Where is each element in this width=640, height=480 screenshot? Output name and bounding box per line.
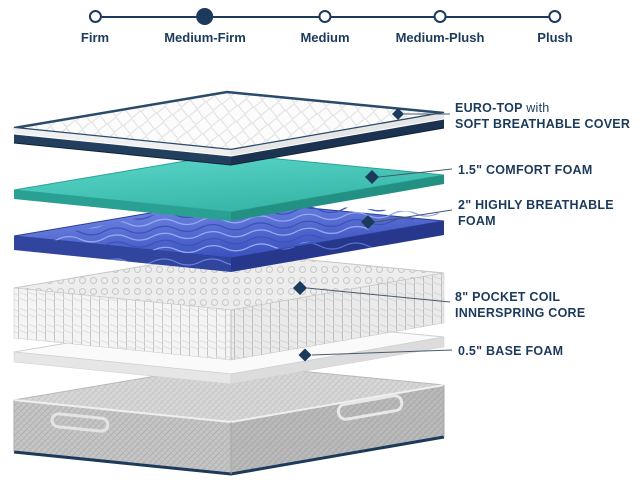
foundation-handle-right [336,394,404,421]
label-euro-top-strong: EURO-TOP [455,101,523,115]
label-pocket-coil-line1: 8" POCKET COIL [455,290,561,304]
layer-comfort-foam [13,153,445,221]
firmness-option-plush[interactable]: Plush [537,0,573,45]
firmness-dot-plush [548,10,562,23]
diamond-markers [293,108,404,362]
firmness-dot-medium-plush [433,10,447,23]
foundation-handle-left [50,412,110,433]
leader-line-comfort-foam [378,168,453,178]
label-comfort-foam: 1.5" COMFORT FOAM [458,162,592,178]
label-base-foam: 0.5" BASE FOAM [458,343,563,359]
diamond-marker-euro-top [392,108,404,120]
layer-foundation [13,363,445,476]
label-pocket-coil-line2: INNERSPRING CORE [455,306,586,321]
diamond-marker-comfort-foam [365,170,379,184]
label-euro-top-light: with [526,101,550,115]
firmness-option-medium-firm[interactable]: Medium-Firm [164,0,246,45]
firmness-label-firm: Firm [80,30,110,45]
firmness-label-medium-plush: Medium-Plush [395,30,485,45]
layer-pocket-coil [13,251,445,361]
firmness-option-medium[interactable]: Medium [300,0,350,45]
diamond-marker-base-foam [298,348,312,362]
label-breathable-foam-line2: FOAM [458,214,496,229]
label-breathable-foam: 2" HIGHLY BREATHABLE FOAM [458,197,614,230]
firmness-option-firm[interactable]: Firm [81,0,109,45]
label-euro-top-line1: EURO-TOP with [455,100,630,116]
firmness-dot-firm [88,10,102,23]
firmness-label-plush: Plush [537,30,573,45]
firmness-label-medium: Medium [300,30,350,45]
label-base-foam-line1: 0.5" BASE FOAM [458,344,564,358]
leader-line-breathable-foam [374,209,453,223]
label-breathable-foam-line1: 2" HIGHLY BREATHABLE [458,198,614,212]
diamond-marker-pocket-coil [293,281,307,295]
firmness-dot-medium [318,10,332,23]
layer-euro-top [13,90,445,166]
firmness-dot-medium-firm [196,8,214,25]
label-pocket-coil: 8" POCKET COIL INNERSPRING CORE [455,289,585,322]
firmness-scale: Firm Medium-Firm Medium Medium-Plush Plu… [0,0,640,60]
label-euro-top-line2: SOFT BREATHABLE COVER [455,117,631,132]
diamond-marker-breathable-foam [361,215,375,229]
label-euro-top: EURO-TOP with SOFT BREATHABLE COVER [455,100,630,133]
firmness-option-medium-plush[interactable]: Medium-Plush [395,0,485,45]
leader-line-base-foam [311,349,453,356]
firmness-label-medium-firm: Medium-Firm [164,30,246,45]
leader-line-pocket-coil [306,287,451,303]
layer-breathable-foam [13,195,445,272]
label-comfort-foam-line1: 1.5" COMFORT FOAM [458,163,593,177]
leader-lines [306,113,453,356]
